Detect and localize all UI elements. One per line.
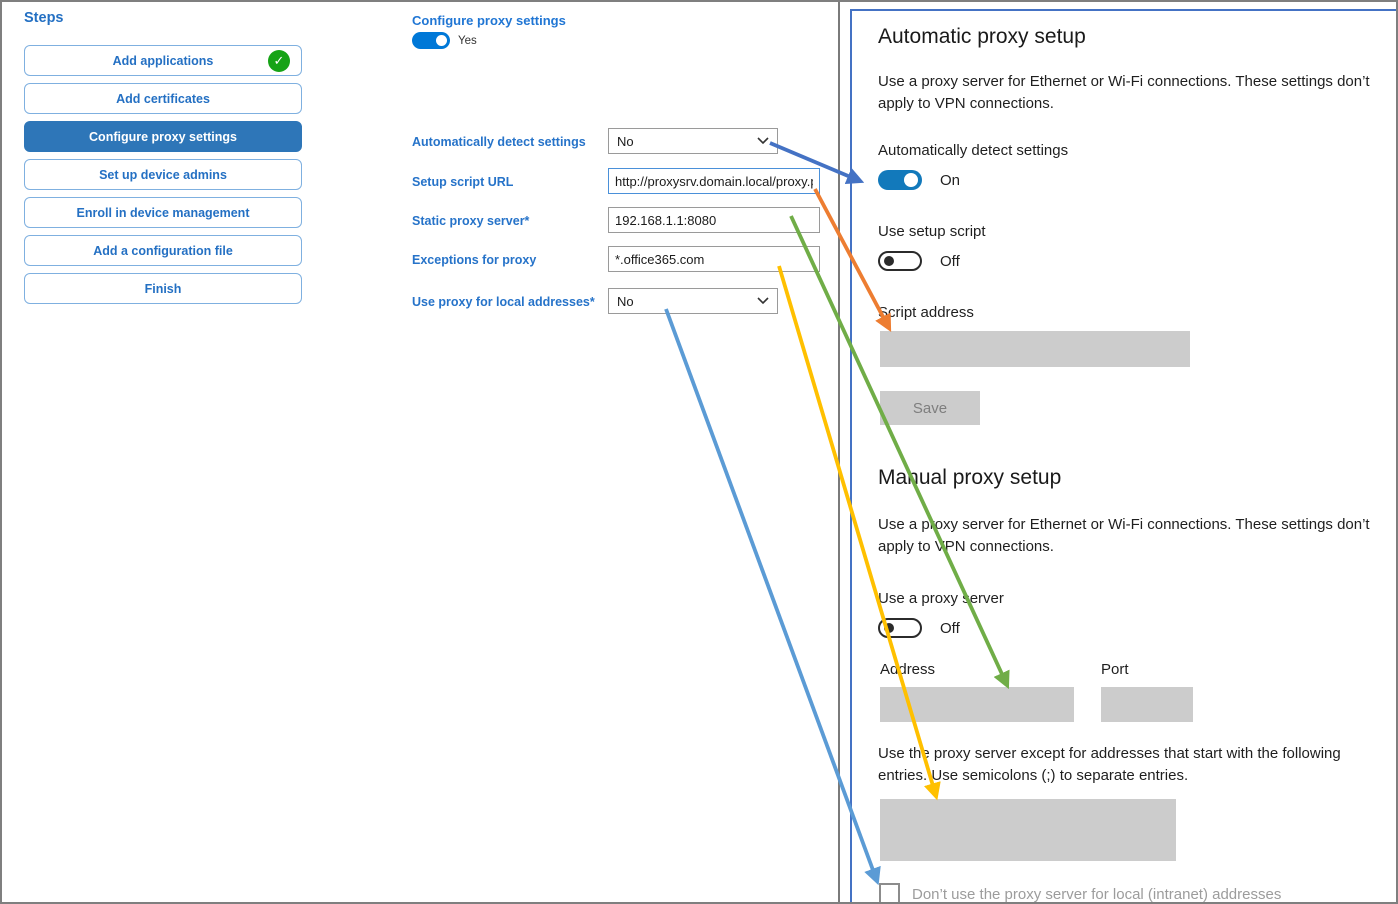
exceptions-description: Use the proxy server except for addresse… (878, 745, 1341, 784)
auto-detect-label: Automatically detect settings (412, 135, 586, 149)
use-proxy-server-toggle[interactable] (878, 618, 922, 638)
configure-proxy-toggle[interactable] (412, 32, 450, 49)
arrow-local-addresses (664, 308, 881, 886)
setup-script-url-input[interactable] (609, 169, 819, 193)
port-input[interactable] (1101, 687, 1193, 722)
detect-settings-toggle-state: On (940, 172, 961, 189)
step-add-certificates[interactable]: Add certificates (24, 83, 302, 114)
step-configure-proxy-settings[interactable]: Configure proxy settings (24, 121, 302, 152)
static-proxy-input[interactable] (609, 208, 819, 232)
steps-list: Add applications ✓ Add certificates Conf… (24, 45, 302, 311)
exceptions-textarea[interactable] (880, 799, 1176, 861)
page-title: Configure proxy settings (412, 13, 566, 28)
toggle-knob (884, 256, 894, 266)
setup-script-url-field[interactable] (608, 168, 820, 194)
exceptions-field[interactable] (608, 246, 820, 272)
auto-detect-dropdown[interactable]: No (608, 128, 778, 154)
step-enroll-in-device-management[interactable]: Enroll in device management (24, 197, 302, 228)
detect-settings-toggle[interactable] (878, 170, 922, 190)
automatic-proxy-heading: Automatic proxy setup (878, 25, 1086, 48)
address-input[interactable] (880, 687, 1074, 722)
save-button[interactable]: Save (880, 391, 980, 425)
static-proxy-label: Static proxy server* (412, 214, 530, 228)
step-label: Add certificates (116, 91, 210, 106)
script-address-label: Script address (878, 304, 974, 321)
setup-script-url-label: Setup script URL (412, 175, 514, 189)
step-label: Set up device admins (99, 167, 227, 182)
port-label: Port (1101, 661, 1129, 678)
manual-proxy-heading: Manual proxy setup (878, 466, 1062, 489)
step-set-up-device-admins[interactable]: Set up device admins (24, 159, 302, 190)
step-label: Configure proxy settings (89, 129, 237, 144)
dropdown-value: No (617, 133, 634, 149)
static-proxy-field[interactable] (608, 207, 820, 233)
step-add-a-configuration-file[interactable]: Add a configuration file (24, 235, 302, 266)
windows-proxy-settings-panel: Automatic proxy setup Use a proxy server… (850, 9, 1396, 903)
toggle-knob (904, 173, 918, 187)
exceptions-label: Exceptions for proxy (412, 253, 537, 267)
script-address-input[interactable] (880, 331, 1190, 367)
automatic-proxy-description: Use a proxy server for Ethernet or Wi-Fi… (878, 73, 1370, 112)
address-label: Address (880, 661, 936, 678)
step-label: Add a configuration file (93, 243, 233, 258)
step-label: Finish (144, 281, 182, 296)
chevron-down-icon (757, 137, 769, 145)
check-icon: ✓ (268, 50, 290, 72)
step-label: Enroll in device management (76, 205, 250, 220)
local-addresses-label: Use proxy for local addresses* (412, 295, 595, 309)
toggle-knob (884, 623, 894, 633)
toggle-knob (436, 35, 447, 46)
chevron-down-icon (757, 297, 769, 305)
local-intranet-checkbox-label: Don’t use the proxy server for local (in… (912, 886, 1282, 903)
dropdown-value: No (617, 293, 634, 309)
use-setup-script-toggle-state: Off (940, 253, 960, 270)
use-proxy-server-label: Use a proxy server (878, 590, 1004, 607)
exceptions-input[interactable] (609, 247, 819, 271)
step-add-applications[interactable]: Add applications ✓ (24, 45, 302, 76)
use-setup-script-toggle[interactable] (878, 251, 922, 271)
manual-proxy-description: Use a proxy server for Ethernet or Wi-Fi… (878, 516, 1370, 555)
step-finish[interactable]: Finish (24, 273, 302, 304)
local-intranet-checkbox[interactable] (879, 883, 900, 902)
configure-proxy-toggle-state: Yes (458, 35, 477, 47)
use-proxy-server-toggle-state: Off (940, 620, 960, 637)
step-label: Add applications (112, 53, 214, 68)
panel-divider (838, 2, 840, 902)
steps-panel-title: Steps (24, 10, 64, 26)
detect-settings-label: Automatically detect settings (878, 142, 1069, 159)
use-setup-script-label: Use setup script (878, 223, 986, 240)
local-addresses-dropdown[interactable]: No (608, 288, 778, 314)
